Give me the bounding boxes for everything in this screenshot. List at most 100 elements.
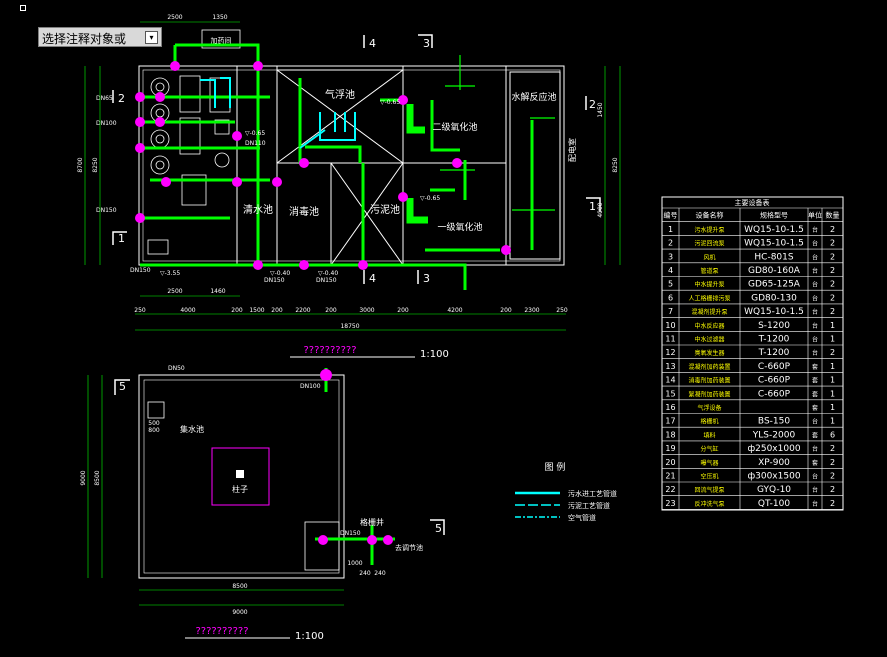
level-5: ▽-0.65: [420, 195, 440, 202]
table-cell: BS-150: [758, 417, 790, 427]
table-cell: 台: [812, 486, 818, 494]
sump-section-mark-a: 5: [119, 380, 126, 393]
table-cell: 6: [830, 430, 835, 439]
table-cell: 回流气提泵: [694, 486, 724, 494]
equipment-table-header: 编号设备名称规格型号单位数量: [664, 211, 840, 220]
table-cell: 套: [812, 377, 818, 385]
table-cell: S-1200: [758, 321, 790, 331]
table-cell: 台: [812, 336, 818, 344]
dim-b2-5: 2200: [295, 307, 310, 314]
sump-pipe-label-1: DN100: [300, 383, 321, 390]
table-cell: 2: [830, 239, 835, 248]
table-cell: GD80-130: [751, 293, 797, 303]
sump-valves: [318, 369, 393, 545]
dosing-box: [201, 29, 241, 49]
table-cell: 风机: [703, 253, 715, 261]
table-cell: 13: [665, 362, 675, 371]
plan-view-main: 加药间: [77, 14, 621, 360]
table-cell: 17: [665, 417, 675, 426]
table-cell: 台: [812, 349, 818, 357]
dim-b2-4: 200: [271, 307, 283, 314]
room-label-h: 配电室: [567, 138, 577, 162]
dim-right-2: 1450: [597, 102, 604, 117]
section-mark-7: 1: [589, 200, 596, 213]
table-cell: 1: [830, 362, 835, 371]
table-cell: 台: [812, 500, 818, 508]
dimension-lines: [84, 21, 621, 331]
dim-left-1: 8250: [92, 157, 99, 172]
dim-b2-0: 250: [134, 307, 146, 314]
table-cell: 2: [830, 499, 835, 508]
table-cell: QT-100: [758, 499, 790, 509]
table-cell: 11: [665, 335, 675, 344]
table-cell: 台: [812, 240, 818, 248]
table-cell: 曝气器: [700, 459, 718, 467]
sump-pipe-annotations: DN50 DN100 DN150: [168, 365, 361, 537]
table-cell: GD80-160A: [748, 266, 801, 276]
pipe-annotations: DN65 DN100 DN150 DN150 DN150 DN150 DN110…: [96, 95, 440, 284]
table-cell: 台: [812, 308, 818, 316]
section-mark-4: 4: [369, 272, 376, 285]
table-cell: 填料: [703, 431, 715, 439]
table-cell: 2: [830, 307, 835, 316]
legend-item-0: 污水进工艺管道: [568, 489, 617, 498]
table-cell: 19: [665, 444, 675, 453]
pipe-label-5: DN150: [316, 277, 337, 284]
dim-b1-1: 1460: [210, 288, 225, 295]
table-cell: 1: [830, 321, 835, 330]
table-cell: 7: [668, 307, 673, 316]
table-cell: 分气缸: [700, 445, 718, 453]
chevron-down-icon[interactable]: ▾: [145, 31, 158, 44]
section-mark-2: 3: [423, 37, 430, 50]
sump-dim-bottom-0: 8500: [232, 583, 247, 590]
sump-plan-title: ??????????: [195, 626, 248, 637]
table-cell: YLS-2000: [752, 430, 796, 440]
dim-b2-2: 200: [231, 307, 243, 314]
equipment-table-title: 主要设备表: [735, 198, 770, 207]
table-cell: 台: [812, 473, 818, 481]
section-mark-5: 3: [423, 272, 430, 285]
table-cell: C-660P: [758, 376, 791, 386]
table-cell: 16: [665, 403, 675, 412]
table-cell: 1: [668, 225, 673, 234]
sump-dim-small-1: 240: [359, 570, 371, 577]
table-cell: 消毒剂加药装置: [688, 377, 730, 385]
table-cell: 2: [830, 444, 835, 453]
sump-plan-scale: 1:100: [295, 631, 324, 642]
room-label-c: 气浮池: [325, 88, 355, 101]
table-cell: 台: [812, 253, 818, 261]
viewport-corner-marker: [20, 5, 26, 11]
sump-dim-small-2: 240: [374, 570, 386, 577]
table-cell: 20: [665, 458, 675, 467]
table-cell: 14: [665, 376, 675, 385]
table-cell: 中水过滤器: [694, 336, 724, 344]
pillar-label: 柱子: [232, 484, 248, 494]
dim-b2-7: 3000: [359, 307, 374, 314]
room-label-e: 二级氧化池: [432, 121, 477, 133]
dim-b2-3: 1500: [249, 307, 264, 314]
dim-b2-6: 200: [325, 307, 337, 314]
sump-dim-bottom-1: 9000: [232, 609, 247, 616]
table-cell: 套: [812, 459, 818, 467]
section-mark-brackets: [112, 34, 601, 284]
table-cell: C-660P: [758, 389, 791, 399]
pipe-junctions: [135, 61, 511, 270]
table-header-cell: 设备名称: [696, 211, 724, 220]
dim-total: 18750: [340, 323, 359, 330]
table-cell: 1: [830, 335, 835, 344]
table-cell: GYQ-10: [757, 485, 791, 495]
table-cell: 气浮设备: [697, 404, 721, 412]
annotation-object-selector[interactable]: 选择注释对象或 ▾: [38, 27, 162, 47]
dimension-texts: 2500 1350 2500 1460 250 4000 200 1500 20…: [134, 14, 568, 330]
table-cell: 中水提升泵: [694, 281, 724, 289]
table-cell: 4: [668, 266, 673, 275]
sump-dim-left-1: 8500: [94, 470, 101, 485]
legend: 图 例 污水进工艺管道 污泥工艺管道 空气管道: [515, 461, 617, 522]
table-cell: 18: [665, 430, 675, 439]
sump-pump-box: [147, 401, 165, 419]
legend-item-2: 空气管道: [568, 513, 596, 522]
table-cell: 套: [812, 404, 818, 412]
table-cell: 2: [830, 485, 835, 494]
